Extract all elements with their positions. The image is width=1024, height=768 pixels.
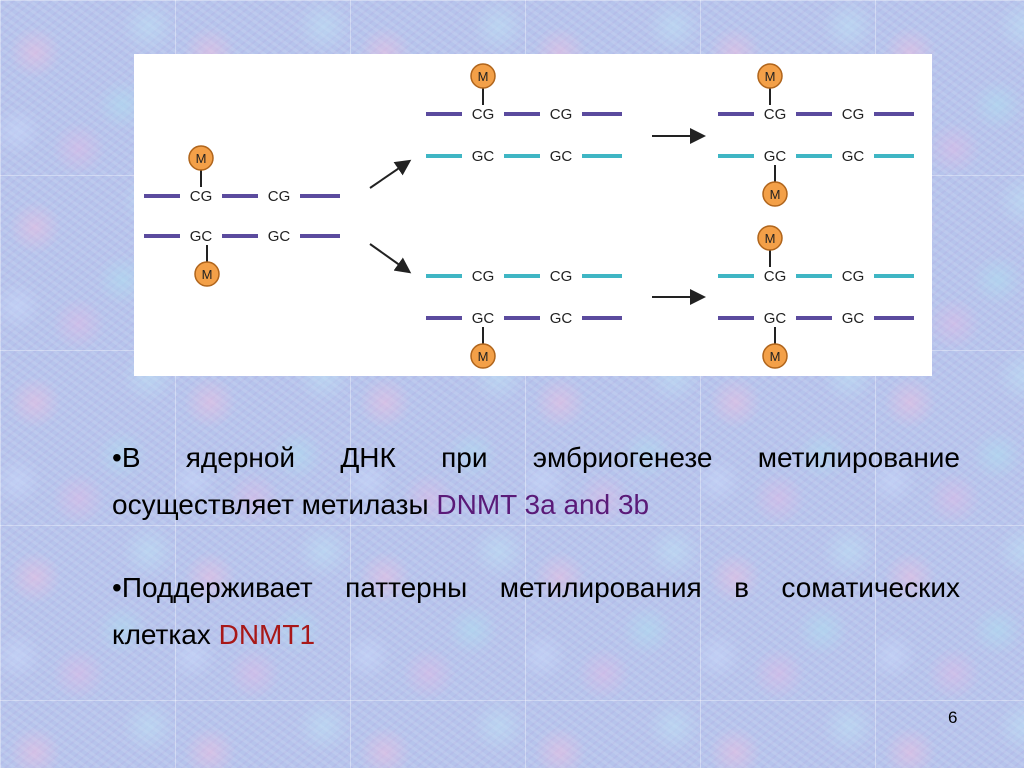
slide-content: •В ядерной ДНК при эмбриогенезе метилиро… (112, 434, 960, 658)
diagram-canvas: CG CG GC GC M M CG CG GC GC M CG CG GC GC M CG CG GC GC M M CG… (144, 63, 914, 369)
daughter-lower-top-strand-label: CG (842, 268, 865, 285)
methyl-label: M (770, 349, 781, 364)
methyl-label: M (202, 267, 213, 282)
arrow-right-icon (369, 159, 412, 189)
methyl-group-icon (757, 225, 783, 251)
hemi-lower-bottom-strand-label: GC (472, 310, 495, 327)
daughter-upper-bottom-strand-label: GC (764, 148, 787, 165)
bullet-marker: • (112, 572, 122, 603)
methyl-group-icon (470, 63, 496, 89)
daughter-lower-bottom-strand-label: GC (842, 310, 865, 327)
daughter-upper-top-strand-label: CG (842, 106, 865, 123)
bullet-text: В ядерной ДНК при эмбриогенезе метилиров… (112, 442, 960, 520)
hemi-upper-bottom-strand-label: GC (472, 148, 495, 165)
daughter-lower-top-strand-label: CG (764, 268, 787, 285)
parent-bottom-strand-label: GC (268, 228, 291, 245)
slide-number: 6 (948, 708, 958, 727)
hemi-lower-top-strand-label: CG (550, 268, 573, 285)
enzyme-name-dnmt3: DNMT 3a and 3b (436, 489, 650, 520)
methyl-group-icon (188, 145, 214, 171)
methyl-group-icon (757, 63, 783, 89)
enzyme-name-dnmt1: DNMT1 (218, 619, 316, 650)
bullet-maintenance: •Поддерживает паттерны метилирования в с… (112, 564, 960, 658)
hemi-upper-top-strand-label: CG (550, 106, 573, 123)
methyl-label: M (478, 349, 489, 364)
methyl-label: M (196, 151, 207, 166)
methyl-group-icon (194, 261, 220, 287)
methyl-group-icon (762, 343, 788, 369)
bullet-text: Поддерживает паттерны метилирования в со… (112, 572, 960, 650)
daughter-lower-bottom-strand-label: GC (764, 310, 787, 327)
methyl-group-icon (470, 343, 496, 369)
methyl-label: M (765, 231, 776, 246)
methyl-label: M (478, 69, 489, 84)
methyl-label: M (770, 187, 781, 202)
hemi-upper-bottom-strand-label: GC (550, 148, 573, 165)
daughter-upper-bottom-strand-label: GC (842, 148, 865, 165)
arrow-right-icon (369, 243, 412, 274)
parent-top-strand-label: CG (190, 188, 213, 205)
methyl-group-icon (762, 181, 788, 207)
methyl-label: M (765, 69, 776, 84)
bullet-marker: • (112, 442, 122, 473)
hemi-lower-top-strand-label: CG (472, 268, 495, 285)
parent-top-strand-label: CG (268, 188, 291, 205)
dna-methylation-diagram: CG CG GC GC M M CG CG GC GC M CG CG GC GC M CG CG GC GC M M CG… (134, 54, 932, 376)
bullet-embryogenesis: •В ядерной ДНК при эмбриогенезе метилиро… (112, 434, 960, 528)
hemi-lower-bottom-strand-label: GC (550, 310, 573, 327)
parent-bottom-strand-label: GC (190, 228, 213, 245)
daughter-upper-top-strand-label: CG (764, 106, 787, 123)
hemi-upper-top-strand-label: CG (472, 106, 495, 123)
